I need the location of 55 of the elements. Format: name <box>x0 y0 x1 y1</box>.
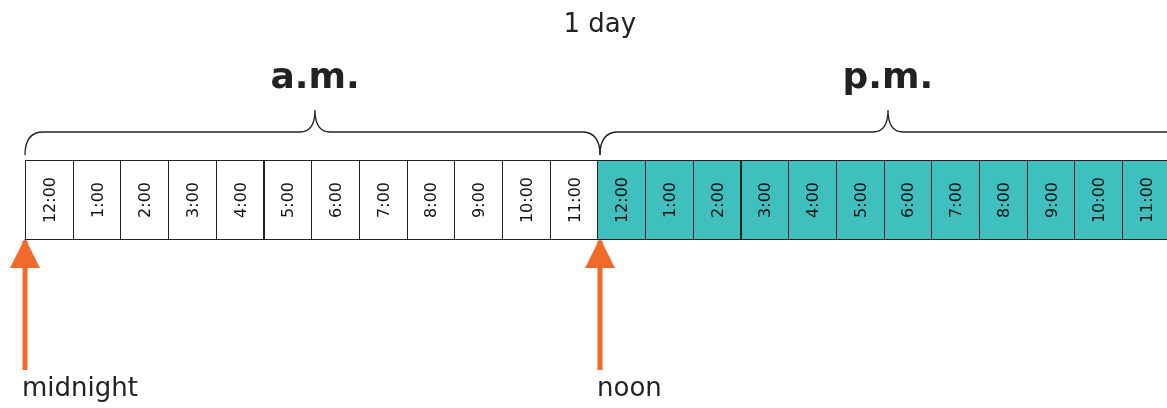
hour-label: 12:00 <box>39 176 59 224</box>
hour-label: 7:00 <box>373 182 393 218</box>
arrow <box>585 238 615 370</box>
hour-cell <box>788 160 837 240</box>
hour-cell <box>597 160 647 240</box>
hour-cell <box>931 160 980 240</box>
hour-cell <box>883 160 933 240</box>
hour-cell <box>72 160 122 240</box>
hour-cell <box>1026 160 1076 240</box>
hour-cell <box>358 160 408 240</box>
hour-label: 8:00 <box>421 182 441 218</box>
hour-label: 10:00 <box>516 176 536 224</box>
hour-label: 3:00 <box>182 182 202 218</box>
hour-label: 9:00 <box>1041 182 1061 218</box>
hour-label: 6:00 <box>898 182 918 218</box>
hour-label: 5:00 <box>850 182 870 218</box>
hour-cell <box>168 160 217 240</box>
hour-cell <box>406 160 456 240</box>
hour-label: 11:00 <box>564 176 584 224</box>
span-label: 1 day <box>563 8 637 38</box>
hour-cell <box>215 160 265 240</box>
hour-cell <box>263 160 313 240</box>
hour-label: 1:00 <box>87 182 107 218</box>
hour-label: 10:00 <box>1089 176 1109 224</box>
hour-cell <box>645 160 694 240</box>
hour-cell <box>25 160 74 240</box>
hour-label: 12:00 <box>612 176 632 224</box>
hour-label: 9:00 <box>469 182 489 218</box>
hour-label: 7:00 <box>946 182 966 218</box>
hour-label: 2:00 <box>135 182 155 218</box>
hour-cell <box>979 160 1028 240</box>
callout-text: midnight <box>22 372 138 402</box>
hour-cell <box>1074 160 1124 240</box>
hour-cell <box>311 160 360 240</box>
hour-label: 2:00 <box>707 182 727 218</box>
hour-label: 5:00 <box>278 182 298 218</box>
hour-label: 1:00 <box>659 182 679 218</box>
hour-label: 6:00 <box>326 182 346 218</box>
period-label: p.m. <box>842 55 934 96</box>
hour-label: 4:00 <box>803 182 823 218</box>
hour-cell <box>120 160 170 240</box>
arrow <box>10 238 40 370</box>
hour-cell <box>740 160 790 240</box>
hour-label: 3:00 <box>755 182 775 218</box>
hour-cell <box>1122 160 1167 240</box>
period-label: a.m. <box>270 55 360 96</box>
hour-cell <box>549 160 599 240</box>
hour-label: 11:00 <box>1136 176 1156 224</box>
hour-label: 4:00 <box>230 182 250 218</box>
hour-cell <box>835 160 885 240</box>
hour-cell <box>502 160 551 240</box>
hour-cell <box>454 160 503 240</box>
callout-text: noon <box>597 372 662 402</box>
hour-label: 8:00 <box>993 182 1013 218</box>
hour-cell <box>692 160 742 240</box>
